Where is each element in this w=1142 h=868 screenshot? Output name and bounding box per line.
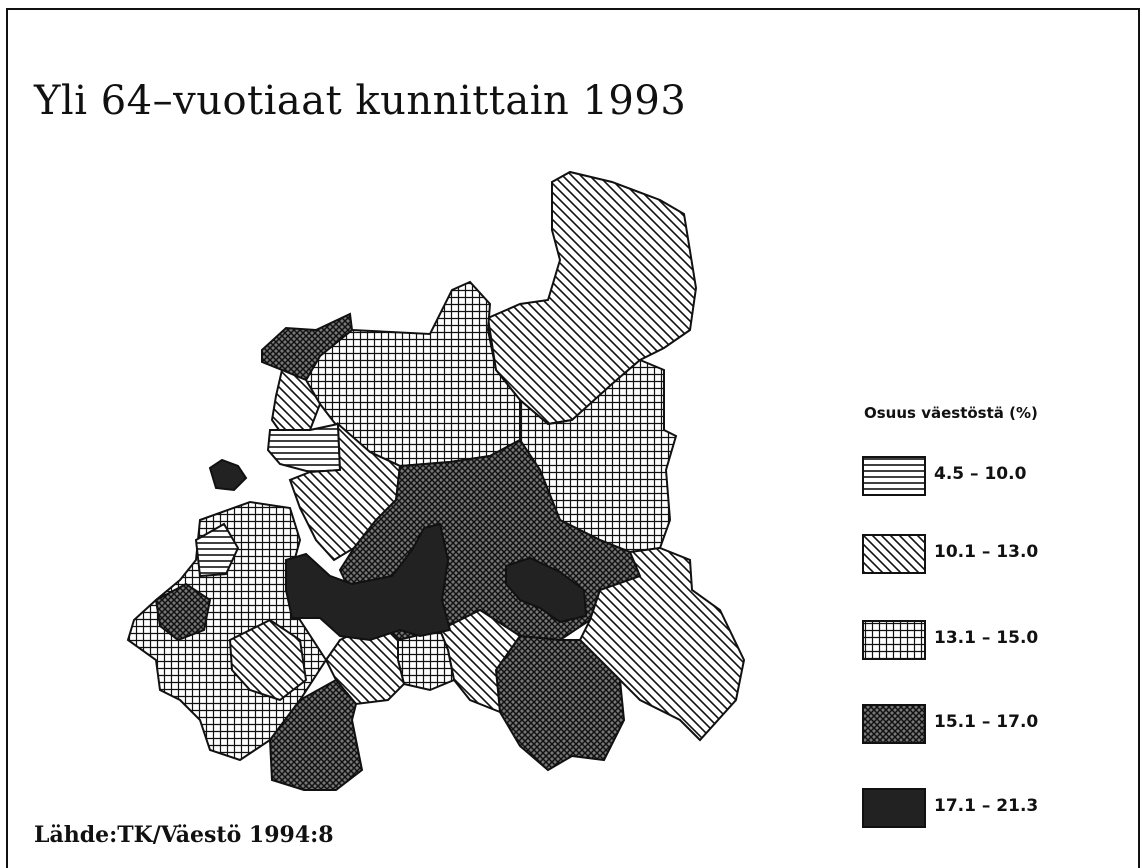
municipality-region	[154, 582, 212, 642]
legend-swatch	[862, 788, 926, 828]
map-frame	[6, 8, 1140, 868]
legend-label: 10.1 – 13.0	[934, 542, 1039, 562]
map-title: Yli 64–vuotiaat kunnittain 1993	[34, 78, 687, 124]
municipality-region	[228, 618, 308, 702]
municipality-region	[266, 422, 342, 474]
legend-label: 15.1 – 17.0	[934, 712, 1039, 732]
island	[208, 458, 248, 492]
legend-label: 4.5 – 10.0	[934, 464, 1027, 484]
legend-swatch	[862, 456, 926, 496]
legend-title: Osuus väestöstä (%)	[864, 404, 1038, 422]
municipality-region	[578, 546, 746, 742]
legend-swatch	[862, 620, 926, 660]
municipality-region	[285, 522, 452, 642]
source-note: Lähde:TK/Väestö 1994:8	[34, 822, 334, 848]
municipality-region	[194, 522, 240, 578]
municipality-region	[261, 312, 354, 382]
legend-label: 13.1 – 15.0	[934, 628, 1039, 648]
legend-swatch	[862, 534, 926, 574]
municipality-region	[505, 556, 588, 624]
legend-swatch	[862, 704, 926, 744]
legend-label: 17.1 – 21.3	[934, 796, 1039, 816]
municipality-region	[268, 678, 364, 791]
